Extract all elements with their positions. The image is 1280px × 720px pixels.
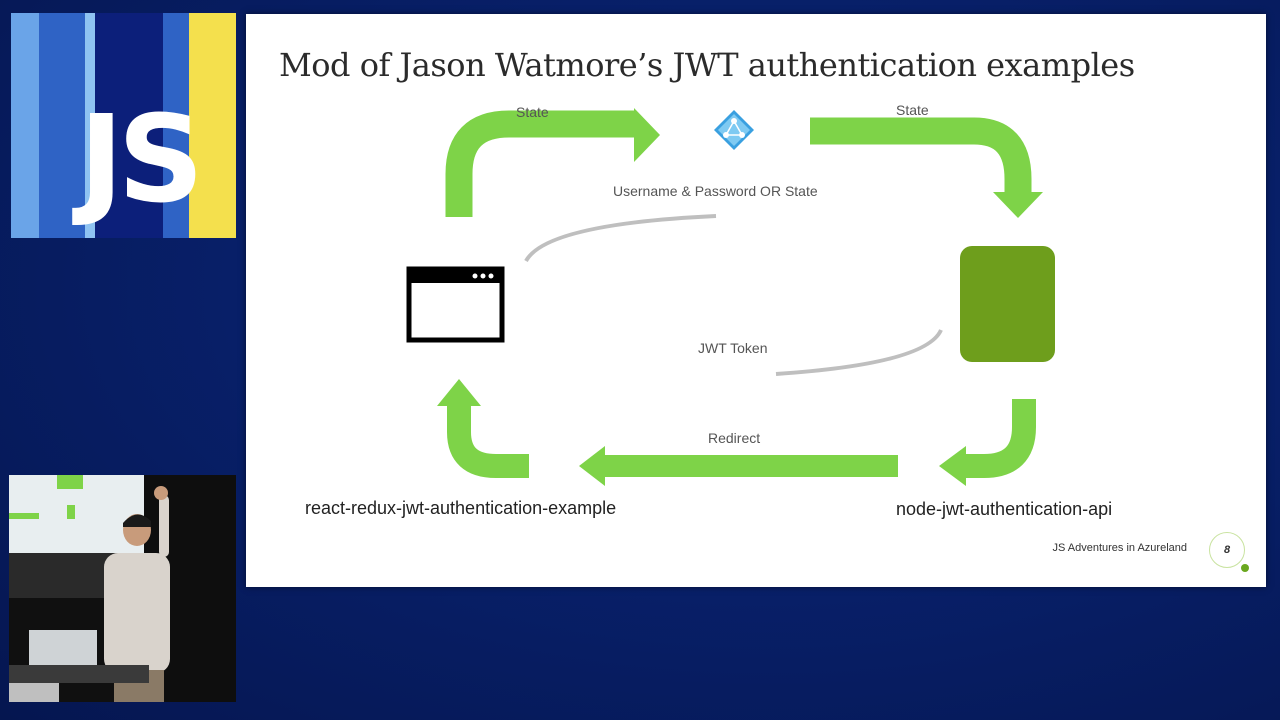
arrow-head-up — [437, 379, 481, 406]
label-jwt-token: JWT Token — [698, 340, 768, 356]
arrow-api-return — [964, 399, 1036, 478]
logo-stripe — [39, 13, 85, 238]
slide-footer: JS Adventures in Azureland — [1052, 542, 1187, 554]
arrow-redirect-shaft — [603, 455, 898, 477]
server-icon — [960, 246, 1055, 362]
arrow-head-down — [993, 192, 1043, 218]
curve-username-password — [524, 214, 717, 263]
arrow-head-left — [939, 446, 966, 486]
logo-stripe — [189, 13, 236, 238]
label-state-right: State — [896, 102, 929, 118]
logo-stripe — [163, 13, 189, 238]
presentation-slide: Mod of Jason Watmore’s JWT authenticatio… — [246, 14, 1266, 587]
azure-ad-icon — [714, 110, 754, 150]
arrow-head-right — [634, 108, 660, 162]
arrow-to-client — [447, 406, 529, 478]
speaker-video — [9, 475, 236, 702]
arrow-client-to-idp — [445, 110, 636, 217]
js-conference-logo: JS — [11, 13, 236, 238]
label-state-left: State — [516, 104, 549, 120]
curve-jwt-token — [775, 329, 943, 376]
logo-stripe — [11, 13, 39, 238]
slide-page-number: 8 — [1209, 532, 1245, 568]
api-app-name: node-jwt-authentication-api — [896, 499, 1113, 519]
client-app-name: react-redux-jwt-authentication-example — [305, 498, 617, 518]
logo-stripe — [95, 13, 163, 238]
logo-text: JS — [79, 91, 204, 230]
logo-stripe — [85, 13, 95, 238]
speaker-video-frame — [9, 475, 236, 702]
arrow-redirect-head — [579, 446, 605, 486]
flow-diagram — [406, 108, 1055, 486]
arrow-idp-to-api — [810, 117, 1032, 196]
label-username-password: Username & Password OR State — [613, 183, 818, 199]
label-redirect: Redirect — [708, 430, 761, 446]
slide-title: Mod of Jason Watmore’s JWT authenticatio… — [279, 46, 1135, 84]
page-decoration-dot — [1241, 564, 1249, 572]
browser-window-icon — [406, 266, 505, 343]
